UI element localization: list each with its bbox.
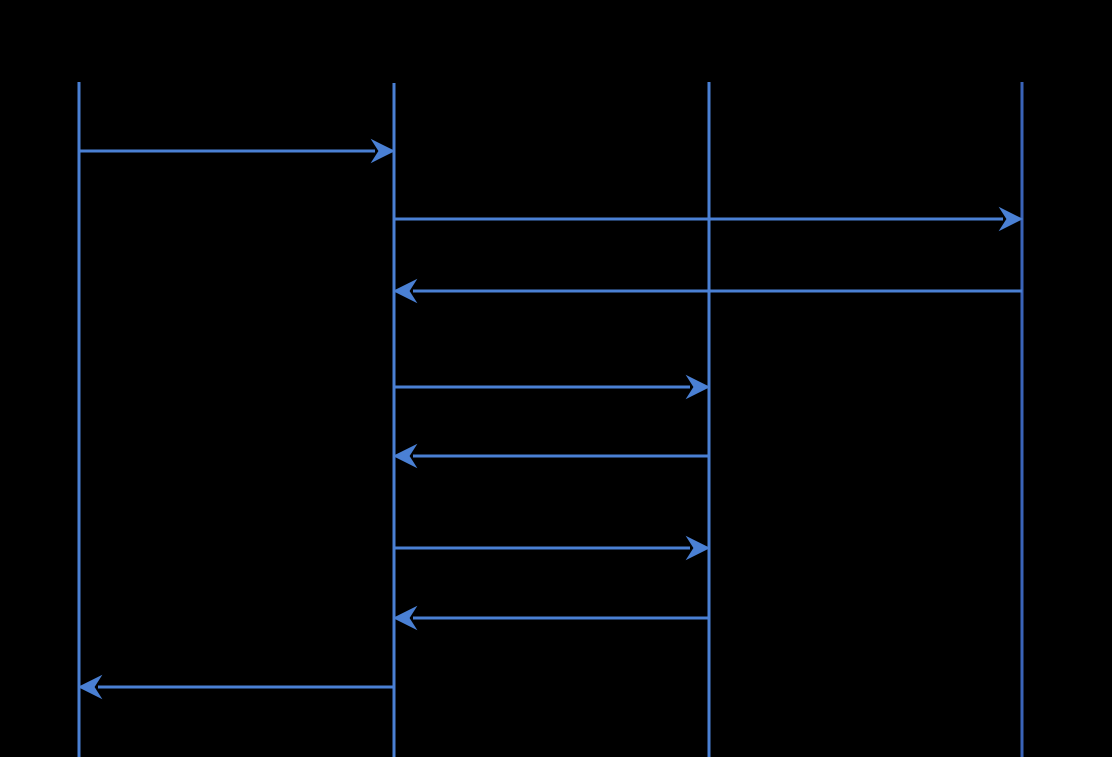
message-2[interactable]	[394, 206, 1024, 232]
message-1[interactable]	[79, 138, 396, 164]
message-7[interactable]	[392, 605, 709, 631]
message-arrowhead-5	[392, 443, 418, 469]
message-arrowhead-4	[685, 374, 711, 400]
message-6[interactable]	[394, 535, 711, 561]
message-arrowhead-7	[392, 605, 418, 631]
message-5[interactable]	[392, 443, 709, 469]
message-arrowhead-3	[392, 278, 418, 304]
message-arrowhead-6	[685, 535, 711, 561]
message-8[interactable]	[77, 674, 394, 700]
message-arrowhead-2	[998, 206, 1024, 232]
lifelines-group	[77, 82, 1024, 757]
message-arrowhead-8	[77, 674, 103, 700]
message-4[interactable]	[394, 374, 711, 400]
message-arrowhead-1	[370, 138, 396, 164]
message-3[interactable]	[392, 278, 1022, 304]
messages-group	[77, 138, 1024, 700]
